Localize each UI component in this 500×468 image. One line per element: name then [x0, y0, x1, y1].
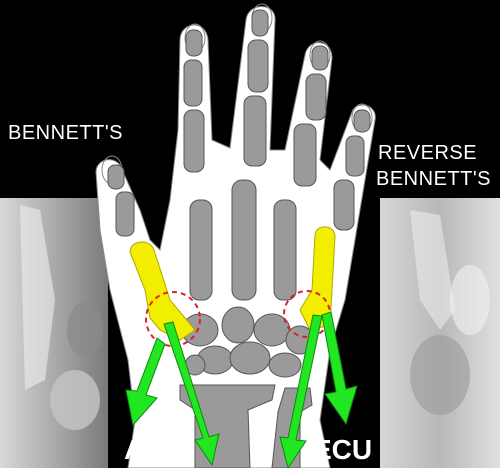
ecu-label: ECU — [313, 434, 373, 465]
ecu-arrow — [321, 311, 358, 426]
fracture-highlights — [129, 226, 336, 341]
right-xray-image — [380, 198, 500, 468]
apl-label: APL — [124, 434, 180, 465]
reverse-label: REVERSE — [378, 142, 478, 164]
reverse-bennett-fracture-segment — [299, 226, 336, 331]
bennett-fracture-segment — [129, 241, 196, 341]
force-arrows — [125, 311, 358, 468]
reverse-bennetts-label: BENNETT'S — [376, 168, 491, 190]
left-xray-image — [0, 198, 108, 468]
left-fracture-circle — [145, 291, 201, 347]
flexor-arrow-right — [279, 314, 323, 468]
flexor-arrow-left — [163, 321, 220, 467]
bennetts-label: BENNETT'S — [8, 122, 123, 144]
apl-arrow — [125, 337, 166, 427]
